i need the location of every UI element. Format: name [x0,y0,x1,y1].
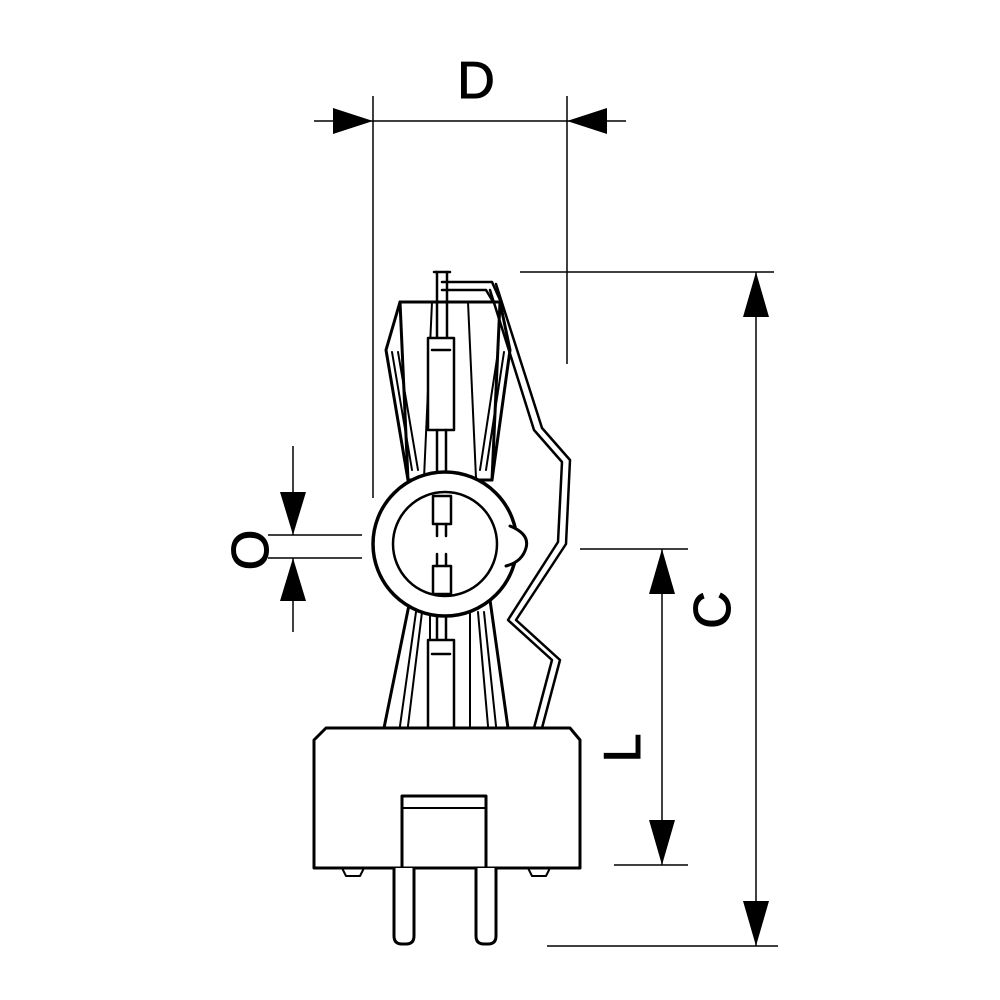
dimension-l-arrow-top [649,549,675,594]
dimension-l: L [580,548,688,866]
dimension-c: C [520,271,778,947]
dimension-c-arrow-bottom [743,901,769,946]
dimension-o-arrow-bottom [280,558,306,601]
lamp-pins [392,866,498,946]
dimension-l-label: L [594,734,652,763]
dimension-c-arrow-top [743,272,769,317]
dimension-l-arrow-bottom [649,820,675,865]
dimension-d-arrow-right [567,108,607,134]
lamp [312,270,582,946]
dimensions: D C L O [222,52,778,947]
dimension-d-label: D [457,52,495,110]
dimension-c-label: C [684,591,742,629]
dimension-d: D [314,52,626,498]
top-lead-wire [432,270,502,342]
dimension-d-arrow-left [333,108,373,134]
dimension-o-label: O [222,530,280,570]
bulb [371,470,529,618]
lamp-base [312,726,582,877]
dimension-o: O [222,446,362,632]
return-wire [488,282,572,730]
dimension-o-arrow-top [280,492,306,535]
